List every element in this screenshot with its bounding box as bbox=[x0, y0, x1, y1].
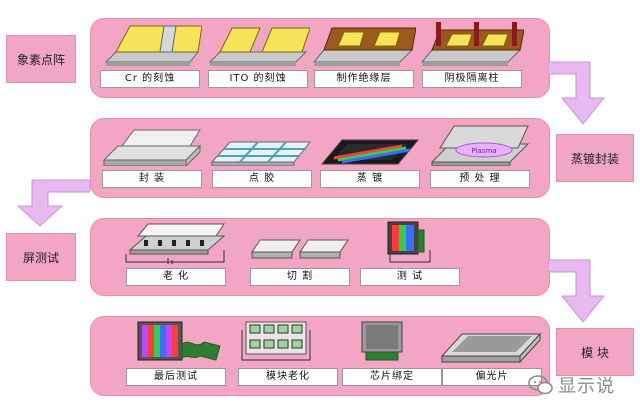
step-label: 预 处 理 bbox=[430, 170, 530, 188]
arrow-left-down-icon bbox=[16, 179, 91, 227]
step-polarizer: 偏光片 bbox=[440, 320, 544, 386]
step-final-test: 最后测试 bbox=[124, 320, 228, 386]
step-aging: 老 化 bbox=[124, 220, 228, 286]
cutting-icon bbox=[251, 239, 349, 259]
step-label: 测 试 bbox=[360, 268, 460, 286]
step-label: 点 胶 bbox=[212, 170, 312, 188]
ito-etch-icon bbox=[208, 27, 310, 66]
stage-module-label: 模 块 bbox=[556, 328, 634, 376]
plasma-text: Plasma bbox=[471, 147, 496, 155]
step-module-aging: 模块老化 bbox=[236, 320, 340, 386]
step-insulation: 制作绝缘层 bbox=[312, 22, 416, 88]
step-label: 老 化 bbox=[126, 268, 226, 286]
step-pretreatment: Plasma 预 处 理 bbox=[428, 122, 532, 188]
step-label: 偏光片 bbox=[442, 368, 542, 386]
chip-bonding-icon bbox=[361, 321, 403, 361]
polarizer-icon bbox=[440, 332, 542, 364]
step-cutting: 切 割 bbox=[248, 220, 352, 286]
stage-pixel-label: 象素点阵 bbox=[6, 35, 76, 83]
wechat-icon bbox=[528, 375, 553, 395]
module-aging-icon bbox=[241, 321, 311, 361]
step-label: 最后测试 bbox=[126, 368, 226, 386]
evaporation-icon bbox=[320, 139, 420, 165]
plasma-pretreat-icon: Plasma bbox=[430, 125, 530, 166]
step-label: 切 割 bbox=[250, 268, 350, 286]
step-encapsulation: 封 装 bbox=[100, 122, 204, 188]
step-chip-bonding: 芯片绑定 bbox=[340, 320, 444, 386]
stage-panel-test-label: 屏测试 bbox=[6, 233, 76, 281]
step-ito-etch: ITO 的刻蚀 bbox=[206, 22, 310, 88]
cathode-separator-icon bbox=[420, 22, 524, 66]
insulation-layer-icon bbox=[312, 27, 416, 66]
step-label: 封 装 bbox=[102, 170, 202, 188]
watermark: 显示说 bbox=[528, 365, 638, 405]
stage-evap-encap-label: 蒸镀封装 bbox=[556, 134, 634, 182]
aging-icon bbox=[125, 223, 226, 264]
step-label: 芯片绑定 bbox=[342, 368, 442, 386]
step-label: 模块老化 bbox=[238, 368, 338, 386]
step-testing: 测 试 bbox=[358, 220, 462, 286]
step-cathode-separator: 阴极隔离柱 bbox=[420, 22, 524, 88]
step-label: 蒸 镀 bbox=[320, 170, 420, 188]
watermark-text: 显示说 bbox=[558, 376, 615, 397]
final-test-icon bbox=[137, 321, 221, 361]
arrow-right-down-icon bbox=[548, 61, 606, 125]
encapsulation-icon bbox=[102, 129, 202, 166]
step-label: ITO 的刻蚀 bbox=[208, 70, 308, 88]
step-cr-etch: Cr 的刻蚀 bbox=[98, 22, 202, 88]
panel-test-icon bbox=[387, 221, 431, 263]
glue-dispense-icon bbox=[210, 141, 312, 166]
step-label: 阴极隔离柱 bbox=[422, 70, 522, 88]
step-label: Cr 的刻蚀 bbox=[100, 70, 200, 88]
step-dispense: 点 胶 bbox=[210, 122, 314, 188]
step-label: 制作绝缘层 bbox=[314, 70, 414, 88]
cr-etch-icon bbox=[104, 25, 202, 66]
arrow-right-down-icon bbox=[548, 259, 606, 323]
step-evaporation: 蒸 镀 bbox=[318, 122, 422, 188]
